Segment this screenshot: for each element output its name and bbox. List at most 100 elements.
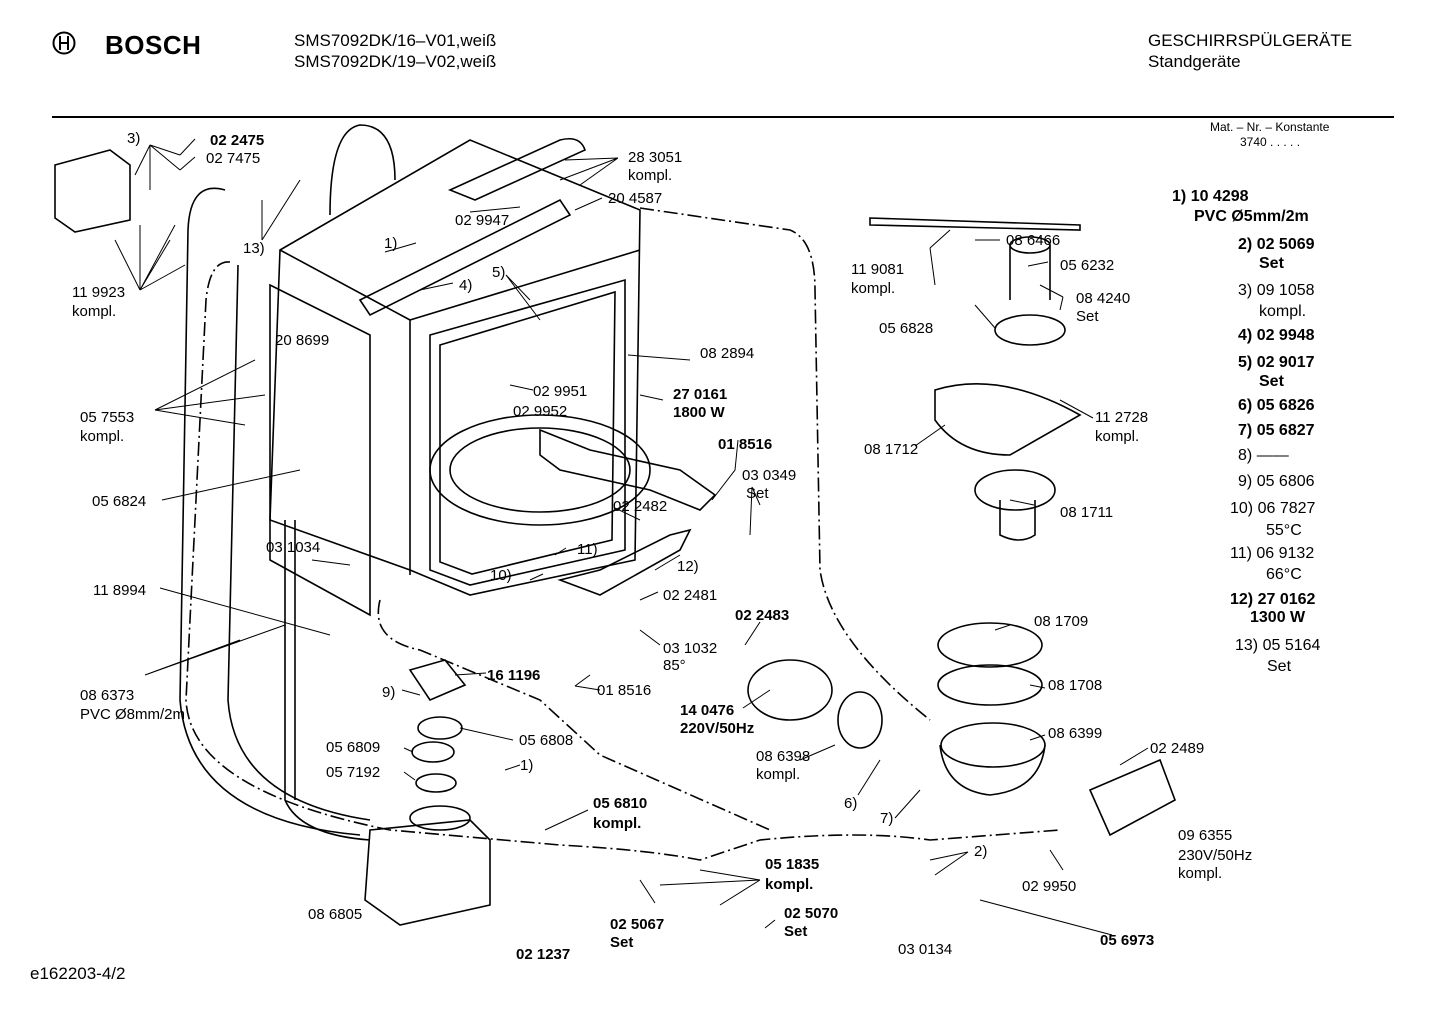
legend-item: 1) 10 4298	[1172, 188, 1249, 205]
water-arm-top	[447, 137, 586, 201]
callout-label: kompl.	[851, 280, 895, 297]
callout-label: 02 5067	[610, 916, 664, 933]
callout-label: 28 3051	[628, 149, 682, 166]
callout-label: kompl.	[593, 815, 641, 832]
callout-label: 02 2489	[1150, 740, 1204, 757]
filter-plate	[934, 383, 1082, 456]
callout-label: 11 9923	[72, 284, 125, 301]
legend-item: 11) 06 9132	[1230, 545, 1315, 562]
callout-label: kompl.	[1095, 428, 1139, 445]
callout-label: 05 6824	[92, 493, 146, 510]
callout-label: kompl.	[756, 766, 800, 783]
micro-filter	[974, 469, 1056, 511]
callout-label: 03 0134	[898, 941, 952, 958]
legend-item: 2) 02 5069	[1238, 236, 1315, 253]
callout-label: 85°	[663, 657, 686, 674]
drawing-number: e162203-4/2	[30, 964, 126, 983]
category-subtitle: Standgeräte	[1148, 52, 1241, 71]
legend-item: 3) 09 1058	[1238, 282, 1315, 299]
callout-label: kompl.	[72, 303, 116, 320]
callout-label: Set	[610, 934, 633, 951]
legend-item: 5) 02 9017	[1238, 354, 1315, 371]
legend-item: 13) 05 5164	[1235, 637, 1321, 654]
model-numbers: SMS7092DK/16–V01,weiß SMS7092DK/19–V02,w…	[294, 30, 496, 72]
legend-item-detail: 55°C	[1266, 522, 1302, 539]
legend-item-detail: PVC Ø5mm/2m	[1194, 208, 1309, 225]
callout-label: 2)	[974, 843, 987, 860]
callout-label: 12)	[677, 558, 699, 575]
callout-label: 08 6373	[80, 687, 134, 704]
legend-item-detail: Set	[1259, 373, 1284, 390]
category-title: GESCHIRRSPÜLGERÄTE	[1148, 31, 1353, 50]
legend-item: 4) 02 9948	[1238, 327, 1315, 344]
callout-label: 02 1237	[516, 946, 570, 963]
tub-outline	[185, 261, 1061, 861]
callout-label: 08 1708	[1048, 677, 1102, 694]
callout-label: 05 6973	[1100, 932, 1154, 949]
callout-label: Set	[1076, 308, 1099, 325]
fine-filter	[994, 314, 1066, 346]
callout-label: 08 6466	[1006, 232, 1060, 249]
legend-item-detail: Set	[1267, 658, 1292, 675]
legend-item-detail: 66°C	[1266, 566, 1302, 583]
callout-label: 08 6399	[1048, 725, 1102, 742]
legend-item: 9) 05 6806	[1238, 473, 1315, 490]
callout-label: 05 1835	[765, 856, 819, 873]
heater-element-2	[557, 528, 692, 596]
callout-label: 05 6809	[326, 739, 380, 756]
callout-label: 08 6398	[756, 748, 810, 765]
callout-label: 6)	[844, 795, 857, 812]
aquastop-box	[54, 149, 131, 233]
callout-label: 02 9952	[513, 403, 567, 420]
callout-label: 1800 W	[673, 404, 726, 421]
circ-pump-impeller	[837, 691, 883, 749]
callout-label: 02 7475	[206, 150, 260, 167]
callout-label: 11 9081	[851, 261, 904, 278]
filter-ring-top	[937, 622, 1043, 668]
legend-item-detail: Set	[1259, 255, 1284, 272]
callout-label: 02 9947	[455, 212, 509, 229]
callout-label: 02 9951	[533, 383, 587, 400]
callout-label: 230V/50Hz	[1178, 847, 1252, 864]
callout-label: 08 1711	[1060, 504, 1113, 521]
callout-label: 02 9950	[1022, 878, 1076, 895]
callout-label: 02 2475	[210, 132, 264, 149]
callout-label: PVC Ø8mm/2m	[80, 706, 185, 723]
callout-label: 1)	[384, 235, 397, 252]
inlet-valve	[1088, 758, 1176, 837]
callout-label: 4)	[459, 277, 472, 294]
callout-label: kompl.	[628, 167, 672, 184]
callout-label: 20 4587	[608, 190, 662, 207]
tub-frame	[269, 139, 641, 596]
door-seal	[429, 278, 626, 586]
callout-label: 08 4240	[1076, 290, 1130, 307]
callout-label: kompl.	[765, 876, 813, 893]
callout-label: Set	[784, 923, 807, 940]
drain-hose	[179, 187, 361, 836]
top-pipe	[358, 198, 572, 317]
callout-label: 13)	[243, 240, 265, 257]
callout-label: 03 1034	[266, 539, 320, 556]
callout-label: 11)	[577, 541, 598, 558]
legend-item: 8) ——	[1238, 447, 1289, 464]
legend-item: 10) 06 7827	[1230, 500, 1316, 517]
callout-label: 27 0161	[673, 386, 727, 403]
material-constant: Mat. – Nr. – Konstante 3740 . . . . .	[1210, 120, 1329, 150]
tub-frame-front	[279, 249, 641, 575]
tub-outline-right	[639, 207, 931, 721]
spray-arm	[869, 217, 1081, 231]
callout-label: Set	[746, 485, 769, 502]
callout-label: 01 8516	[718, 436, 772, 453]
sump-bowl	[939, 744, 1046, 796]
callout-label: 1)	[520, 757, 533, 774]
top-arch	[329, 124, 396, 216]
tub-outline-inner	[377, 599, 771, 831]
callout-label: 20 8699	[275, 332, 329, 349]
side-panel	[269, 283, 371, 617]
callout-label: 05 6808	[519, 732, 573, 749]
model-line: SMS7092DK/19–V02,weiß	[294, 52, 497, 71]
softener-cap	[408, 659, 467, 701]
filter-ring-mid	[937, 664, 1043, 706]
callout-label: 14 0476	[680, 702, 734, 719]
callout-label: kompl.	[80, 428, 124, 445]
